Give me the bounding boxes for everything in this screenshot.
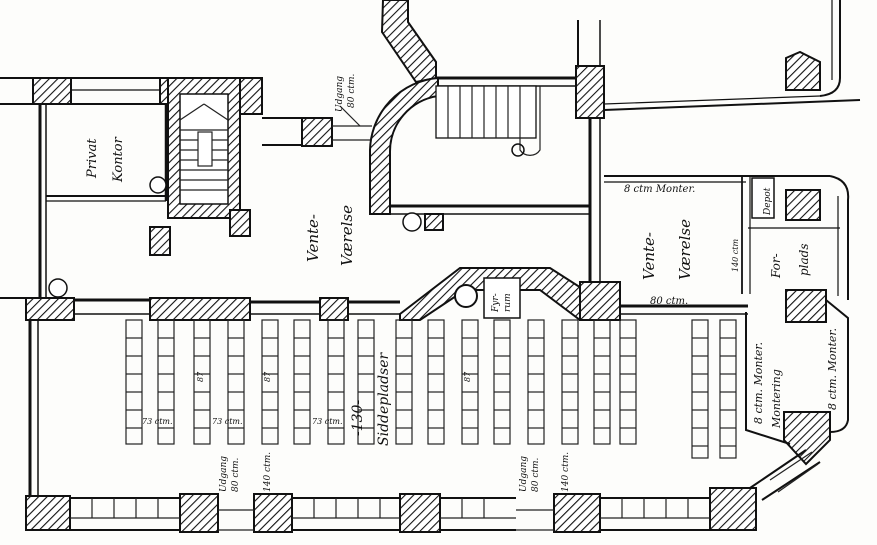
label-dim-73-3: 73 ctm. <box>312 417 343 426</box>
label-monter-far-right: 8 ctm. Monter. <box>826 328 839 410</box>
label-kontor: Kontor <box>111 136 126 183</box>
label-forplads-a: For- <box>769 253 783 279</box>
pew-column <box>193 319 211 445</box>
pew-column <box>261 319 279 445</box>
label-dim-80: 80 ctm. <box>650 296 688 307</box>
label-udgang-b2b: 80 ctm. <box>531 457 541 492</box>
label-monter-top: 8 ctm Monter. <box>624 184 695 195</box>
stair-hall <box>369 0 605 232</box>
label-monter-right-b: Montering <box>770 369 783 429</box>
pew-column <box>719 319 737 459</box>
hall-outer-walls <box>25 289 849 533</box>
label-udgang-b1a: Udgang <box>219 456 229 492</box>
label-udgang-top-a: Udgang <box>335 76 345 112</box>
bottom-windows <box>70 451 819 531</box>
room-labels: Privat Kontor Vente- Værelse Vente- Være… <box>85 73 839 492</box>
pew-column <box>357 319 375 445</box>
pew-column <box>527 319 545 445</box>
label-fyr-b: rum <box>503 293 513 312</box>
label-privat: Privat <box>85 138 100 179</box>
label-dim-73-2: 73 ctm. <box>212 417 243 426</box>
label-vente-1a: Vente- <box>304 214 322 262</box>
label-dim-87-1: 87 <box>196 371 205 382</box>
label-monter-right-a: 8 ctm. Monter. <box>752 342 765 424</box>
label-siddepladser: Siddepladser <box>376 352 392 446</box>
pew-column <box>327 319 345 445</box>
pew-column <box>293 319 311 445</box>
pew-column <box>125 319 143 445</box>
pew-column <box>691 319 709 459</box>
upper-right-area <box>603 0 861 111</box>
label-dim-73-1: 73 ctm. <box>142 417 173 426</box>
label-fyr-a: Fyr- <box>491 293 501 313</box>
label-vente-2b: Værelse <box>676 219 694 280</box>
hall-top-wall <box>0 176 748 321</box>
pew-column <box>561 319 579 445</box>
pew-column <box>593 319 611 445</box>
label-vente-2a: Vente- <box>640 232 658 280</box>
stair-tower-left <box>167 77 251 237</box>
pew-column <box>227 319 245 445</box>
label-dim-140: 140 ctm <box>731 238 740 272</box>
label-udgang-b2a: Udgang <box>519 456 529 492</box>
pew-column <box>493 319 511 445</box>
label-dim-140-b2: 140 ctm. <box>561 452 571 492</box>
label-dim-140-b1: 140 ctm. <box>263 452 273 492</box>
pew-column <box>427 319 445 445</box>
label-forplads-b: plads <box>797 243 811 276</box>
label-vente-1b: Værelse <box>338 205 356 266</box>
label-130: -130- <box>350 400 366 436</box>
label-depot: Depot <box>763 187 773 216</box>
label-dim-87-3: 87 <box>463 371 472 382</box>
pew-column <box>619 319 637 445</box>
seat-rows <box>125 319 737 459</box>
vente-right-room <box>588 118 850 300</box>
pew-column <box>157 319 175 445</box>
pew-column <box>395 319 413 445</box>
label-udgang-b1b: 80 ctm. <box>231 457 241 492</box>
label-dim-87-2: 87 <box>263 371 272 382</box>
vente-upper-wall <box>262 105 372 147</box>
label-udgang-top-b: 80 ctm. <box>347 73 357 108</box>
pew-column <box>461 319 479 445</box>
